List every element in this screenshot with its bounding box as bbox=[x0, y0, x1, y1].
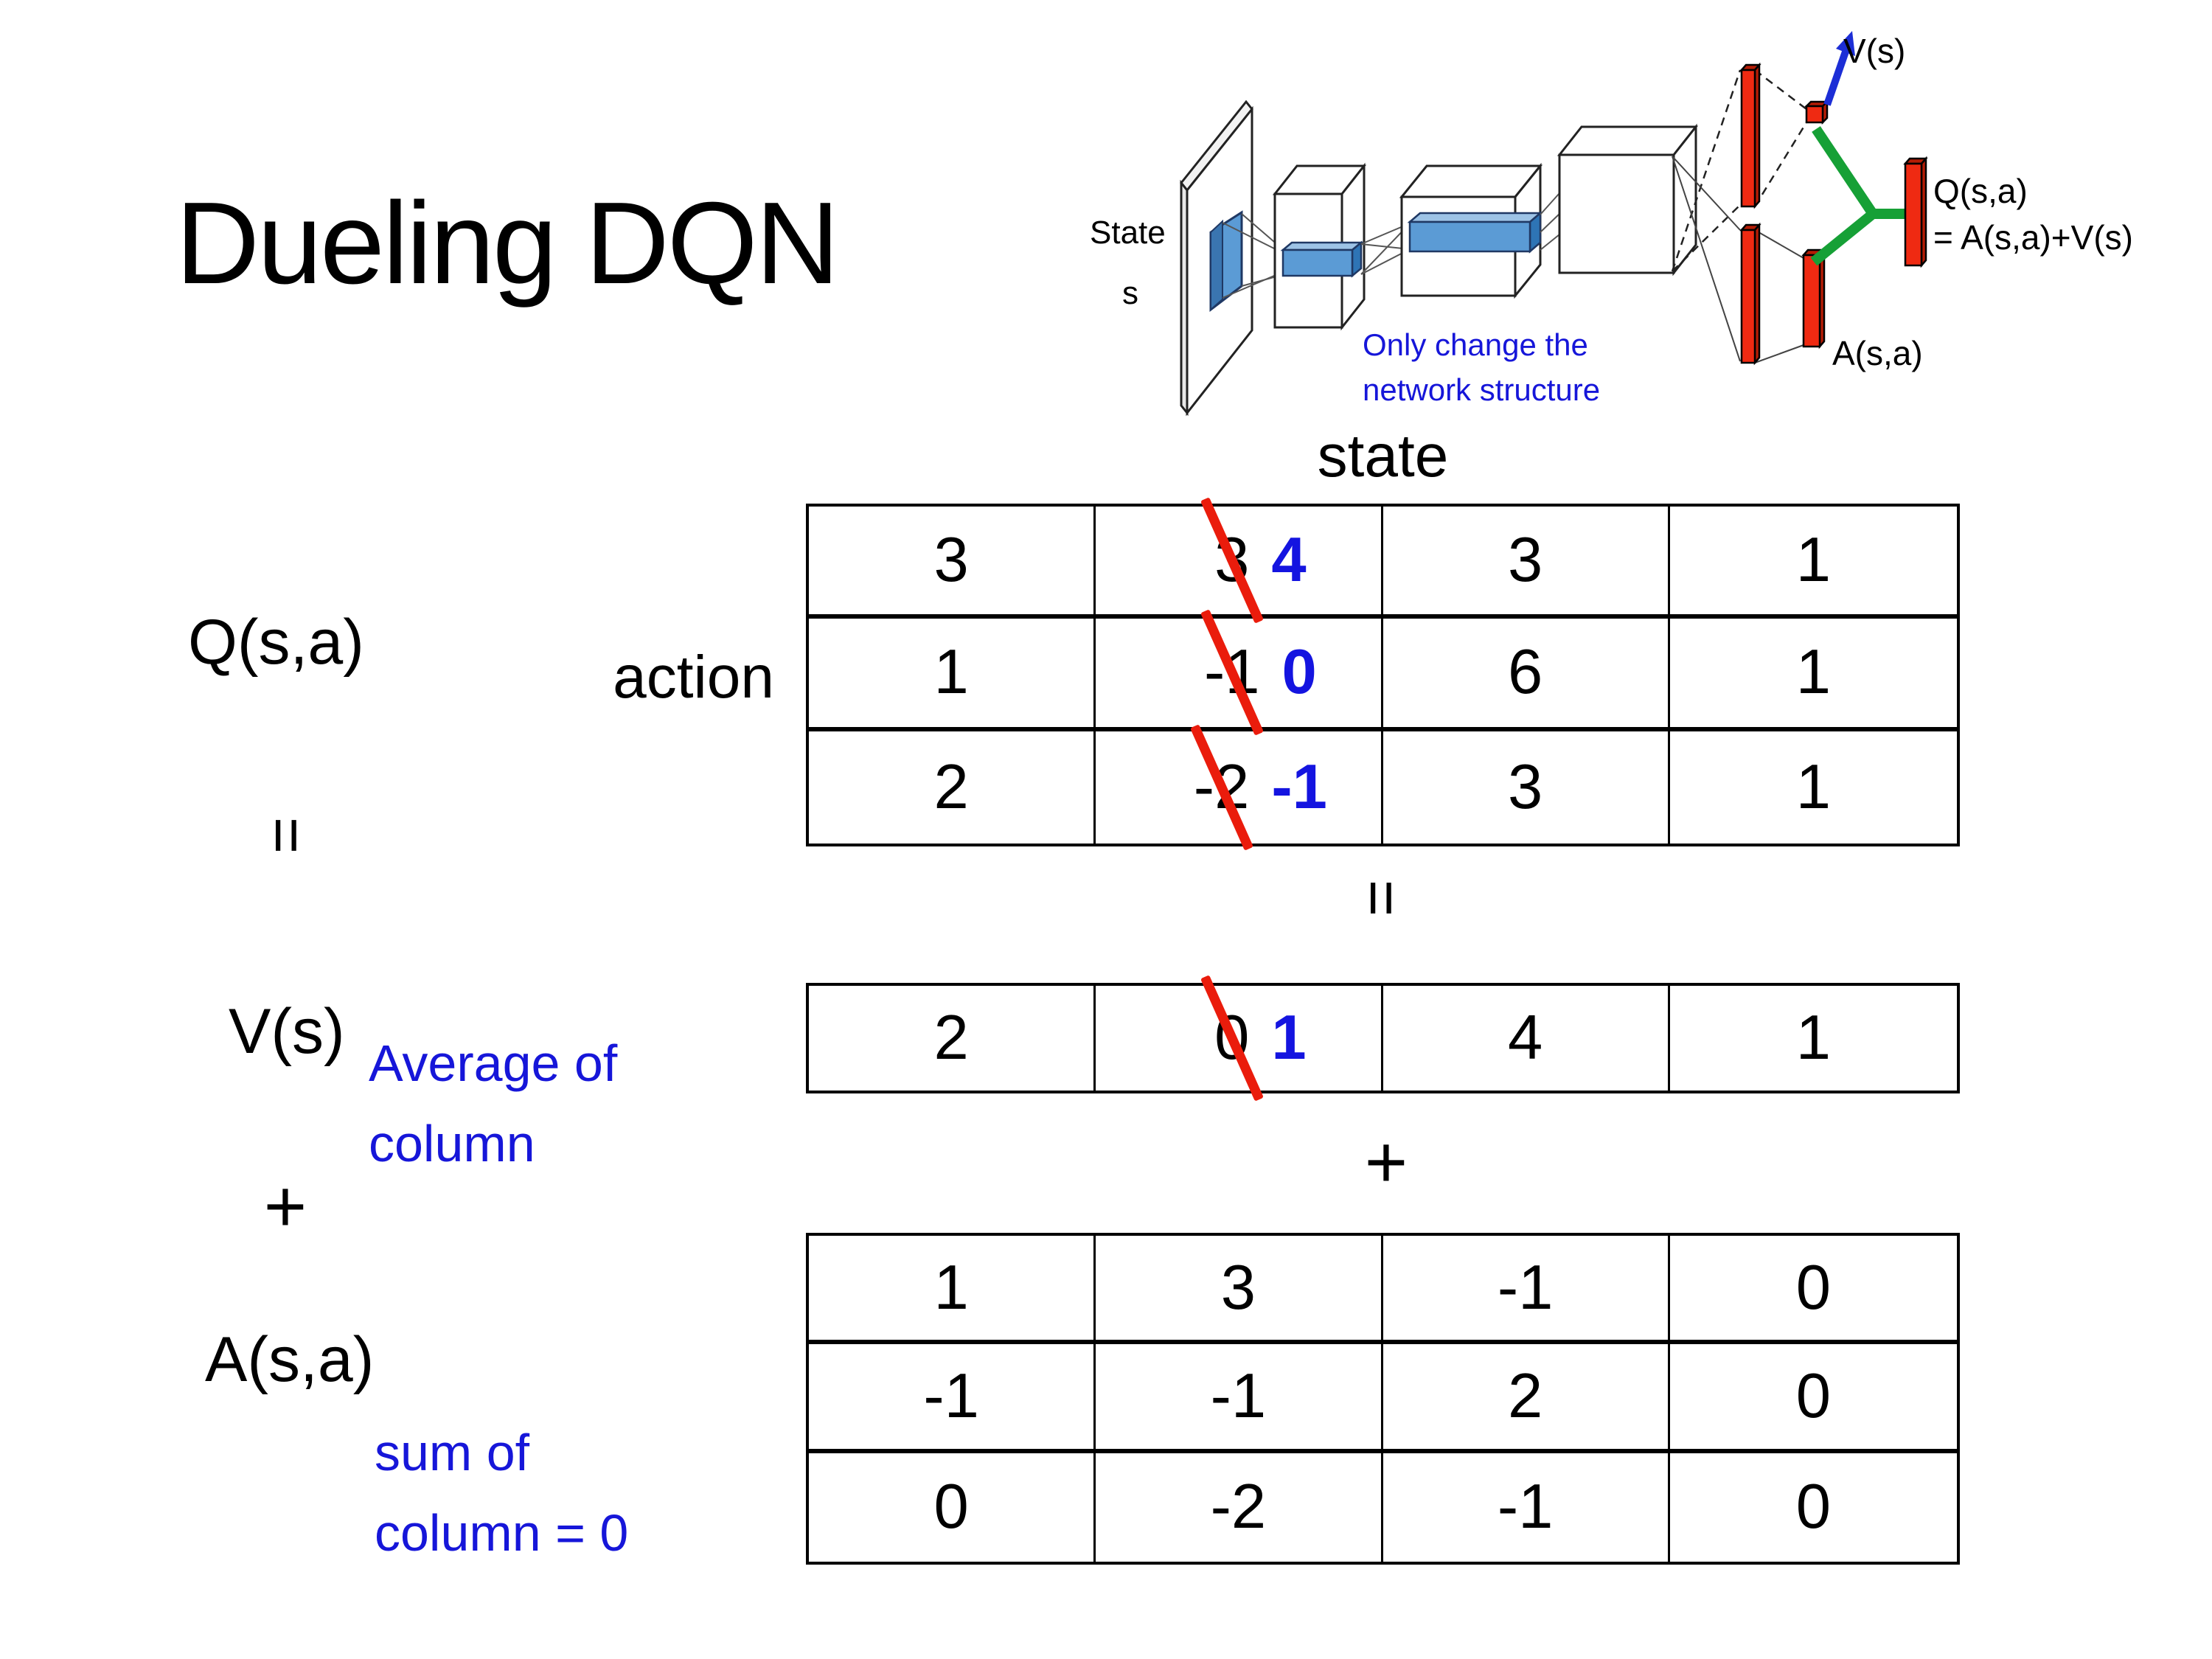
average-note-line1: Average of bbox=[369, 1034, 618, 1092]
corrected-value: 4 bbox=[1271, 525, 1307, 596]
q-cell: 1 bbox=[1795, 751, 1832, 822]
q-cell: 1 bbox=[1669, 507, 1957, 619]
value-fc-bar-icon bbox=[1739, 62, 1761, 209]
q-cell: 2 bbox=[809, 731, 1096, 844]
a-cell: -2 bbox=[1096, 1453, 1383, 1562]
q-cell: 1 bbox=[809, 619, 1096, 731]
q-equation-label: Q(s,a) bbox=[188, 607, 364, 678]
feature-bar-2-icon bbox=[1407, 211, 1543, 254]
equals-mid-symbol: = bbox=[1346, 879, 1417, 917]
action-header: action bbox=[613, 644, 774, 711]
diagram-state-s-label: s bbox=[1122, 275, 1138, 311]
state-header: state bbox=[1317, 422, 1449, 490]
value-stream-dashed-lines bbox=[1671, 69, 1808, 272]
q-cell: 3 bbox=[809, 507, 1096, 619]
q-cell: 3 bbox=[1382, 507, 1670, 619]
a-cell: 3 bbox=[1096, 1236, 1383, 1345]
a-table: 1 3 -1 0 -1 -1 2 0 0 -2 -1 0 bbox=[806, 1233, 1960, 1565]
v-table: 2 0 1 4 1 bbox=[806, 975, 1960, 1102]
q-table: 3 3 4 3 1 1 -1 0 6 1 2 -2 -1 3 1 bbox=[806, 497, 1960, 851]
advantage-vector-icon bbox=[1801, 247, 1826, 349]
red-strikethrough-icon bbox=[1200, 975, 1264, 1102]
a-equation-label: A(s,a) bbox=[205, 1324, 375, 1395]
corrected-value: 1 bbox=[1271, 1003, 1307, 1073]
q-cell-corrected: -1 0 bbox=[1096, 609, 1383, 737]
sum-note-line1: sum of bbox=[375, 1424, 530, 1481]
a-cell: -1 bbox=[809, 1344, 1096, 1453]
sum-of-column-note: sum of column = 0 bbox=[375, 1413, 628, 1573]
page-title: Dueling DQN bbox=[175, 178, 840, 308]
aggregator-green-icon bbox=[1810, 126, 1907, 266]
funnel-lines-3 bbox=[1540, 192, 1560, 251]
average-of-column-note: Average of column bbox=[369, 1023, 617, 1183]
plus-left-symbol: + bbox=[263, 1165, 307, 1248]
plus-mid-symbol: + bbox=[1364, 1121, 1408, 1204]
q-output-bar-icon bbox=[1903, 156, 1928, 268]
a-cell: -1 bbox=[1382, 1236, 1670, 1345]
v-cell: 4 bbox=[1383, 986, 1670, 1091]
fc-box-icon bbox=[1557, 123, 1699, 276]
corrected-value: -1 bbox=[1271, 751, 1327, 822]
q-cell-corrected: -2 -1 bbox=[1096, 724, 1383, 851]
v-cell-corrected: 0 1 bbox=[1096, 975, 1383, 1102]
a-cell: 0 bbox=[1669, 1344, 1957, 1453]
a-cell: 1 bbox=[809, 1236, 1096, 1345]
q-cell: 1 bbox=[1669, 619, 1957, 731]
average-note-line2: column bbox=[369, 1114, 535, 1172]
conv-filter-icon bbox=[1209, 210, 1243, 313]
advantage-fc-bar-icon bbox=[1739, 222, 1761, 366]
feature-bar-1-icon bbox=[1280, 240, 1364, 278]
diagram-v-label: V(s) bbox=[1843, 32, 1905, 70]
value-scalar-icon bbox=[1804, 99, 1830, 125]
red-strikethrough-icon bbox=[1200, 497, 1264, 624]
diagram-note-line1: Only change the bbox=[1363, 327, 1588, 362]
value-arrow-icon bbox=[1823, 31, 1855, 106]
diagram-state-label: State bbox=[1090, 215, 1166, 251]
diagram-q-label-line1: Q(s,a) bbox=[1933, 172, 2028, 210]
a-cell: -1 bbox=[1383, 1453, 1670, 1562]
diagram-note-line2: network structure bbox=[1363, 372, 1600, 407]
sum-note-line2: column = 0 bbox=[375, 1503, 629, 1562]
a-cell: 2 bbox=[1382, 1344, 1670, 1453]
a-cell: -1 bbox=[1096, 1344, 1383, 1453]
advantage-stream-lines bbox=[1672, 156, 1804, 364]
v-equation-label: V(s) bbox=[229, 996, 345, 1067]
a-cell: 0 bbox=[809, 1453, 1096, 1562]
diagram-q-label-line2: = A(s,a)+V(s) bbox=[1933, 218, 2133, 257]
dueling-network-diagram: State s V(s) Q(s,a) = A(s,a)+V(s) A(s,a)… bbox=[1090, 31, 2133, 417]
q-cell: 3 bbox=[1383, 731, 1670, 844]
a-cell: 0 bbox=[1795, 1472, 1832, 1543]
a-cell: 0 bbox=[1669, 1236, 1957, 1345]
v-cell: 1 bbox=[1795, 1003, 1832, 1073]
equals-left-symbol: = bbox=[251, 816, 322, 855]
diagram-a-label: A(s,a) bbox=[1832, 334, 1923, 372]
v-cell: 2 bbox=[809, 986, 1096, 1091]
q-cell: 6 bbox=[1382, 619, 1670, 731]
q-cell-corrected: 3 4 bbox=[1096, 497, 1383, 624]
corrected-value: 0 bbox=[1281, 637, 1317, 708]
